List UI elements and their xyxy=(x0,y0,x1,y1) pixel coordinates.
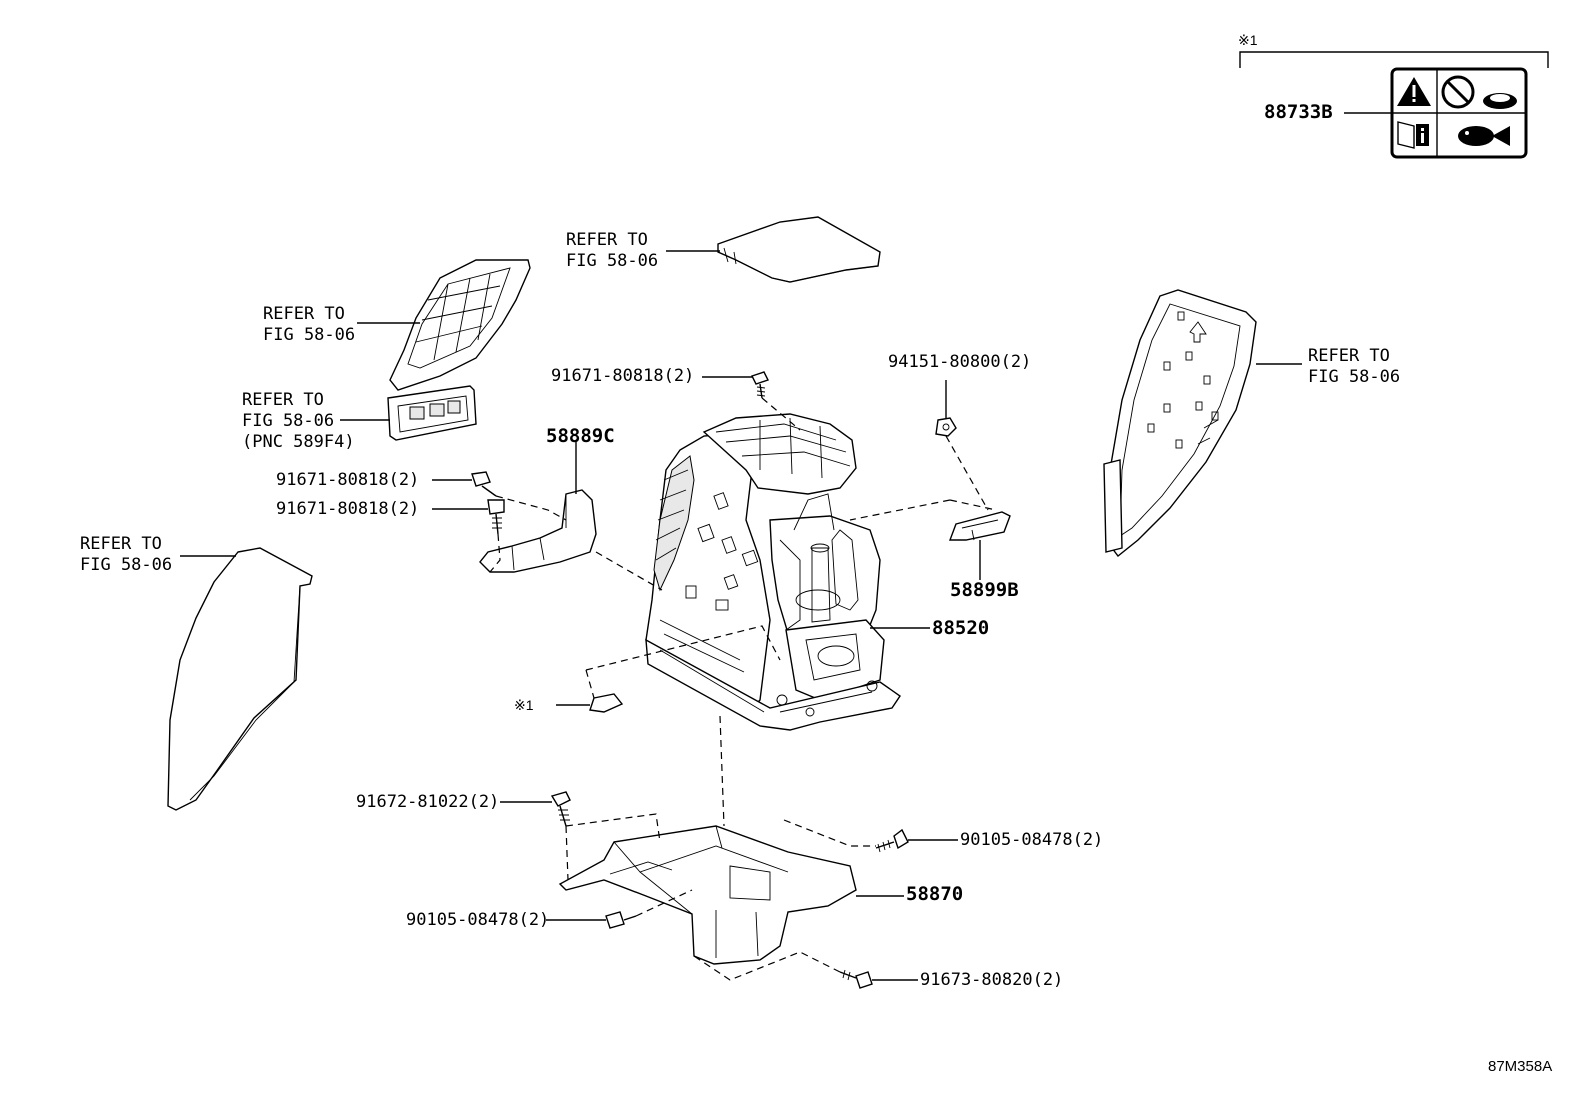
nut-label-94151: 94151-80800(2) xyxy=(888,352,1032,372)
figure-code: 87M358A xyxy=(1488,1058,1553,1075)
part-number-88520: 88520 xyxy=(932,617,990,639)
bracket-58889c xyxy=(479,440,597,573)
refer-label-upper-left: REFER TO FIG 58-06 xyxy=(263,304,356,345)
refer-label-right: REFER TO FIG 58-06 xyxy=(1308,346,1401,387)
bolt-top-91671 xyxy=(702,371,769,399)
label-bracket xyxy=(1239,51,1549,114)
upper-left-panel xyxy=(357,259,531,391)
bolt-label-91672: 91672-81022(2) xyxy=(356,792,500,812)
bolt-91672 xyxy=(500,791,571,827)
refer-label-pnc: REFER TO FIG 58-06 (PNC 589F4) xyxy=(242,390,355,452)
bolt-label-top: 91671-80818(2) xyxy=(551,366,695,386)
part-number-58870: 58870 xyxy=(906,883,964,905)
bolt-left-91671-b xyxy=(432,499,505,535)
top-cover-part xyxy=(666,216,881,283)
assembly-lines xyxy=(489,397,997,981)
manual-info-icon xyxy=(1397,121,1429,149)
bolt-label-90105-right: 90105-08478(2) xyxy=(960,830,1104,850)
left-side-panel xyxy=(167,547,313,811)
bolt-91673 xyxy=(839,969,918,989)
footnote-mark-top: ※1 xyxy=(1238,32,1258,48)
fish-icon xyxy=(1458,126,1510,146)
warning-triangle-icon xyxy=(1397,77,1431,106)
bolt-label-91673: 91673-80820(2) xyxy=(920,970,1064,990)
part-number-58899b: 58899B xyxy=(950,579,1019,601)
lower-bracket-58870 xyxy=(558,825,904,965)
bolt-label-left-1: 91671-80818(2) xyxy=(276,470,420,490)
center-console-frame xyxy=(645,413,930,731)
switch-panel xyxy=(340,385,477,441)
bracket-58899b xyxy=(948,511,1011,580)
bolt-90105-left xyxy=(546,911,637,929)
part-number-58889c: 58889C xyxy=(546,425,615,447)
no-symbol-icon xyxy=(1441,75,1475,109)
pad-part xyxy=(556,693,624,713)
refer-label-left: REFER TO FIG 58-06 xyxy=(80,534,173,575)
refer-label-top-center: REFER TO FIG 58-06 xyxy=(566,230,659,271)
bolt-90105-right xyxy=(875,828,958,853)
nut-94151 xyxy=(935,380,957,437)
bolt-label-left-2: 91671-80818(2) xyxy=(276,499,420,519)
part-number-88733b: 88733B xyxy=(1264,101,1333,123)
footnote-mark-pad: ※1 xyxy=(514,697,534,713)
bolt-left-91671-a xyxy=(432,471,497,497)
food-icon xyxy=(1483,93,1517,109)
right-side-panel xyxy=(1103,289,1302,557)
bolt-label-90105-left: 90105-08478(2) xyxy=(406,910,550,930)
warning-label-88733b xyxy=(1390,67,1528,159)
